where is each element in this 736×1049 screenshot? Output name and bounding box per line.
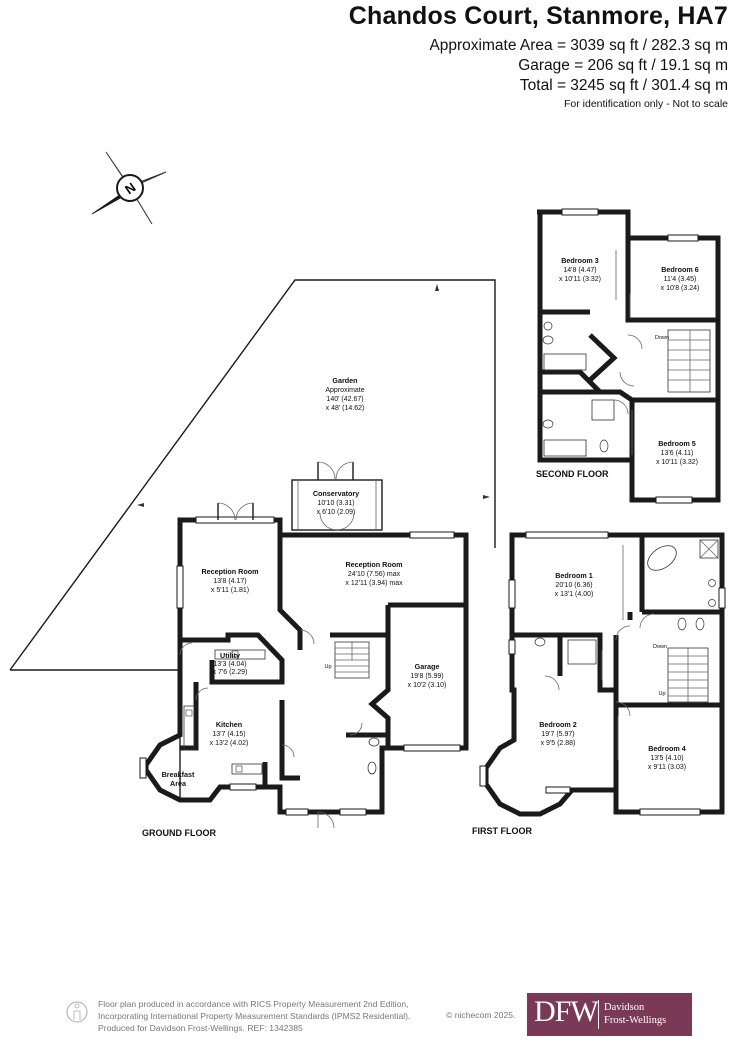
bedroom3-line2: x 10'11 (3.32): [559, 276, 601, 283]
bedroom2-line2: x 9'5 (2.88): [541, 740, 576, 747]
approximate-area: Approximate Area = 3039 sq ft / 282.3 sq…: [429, 37, 728, 54]
garage-line1: 19'8 (5.99): [410, 673, 443, 680]
bedroom6-name: Bedroom 6: [661, 265, 699, 274]
scale-disclaimer: For identification only - Not to scale: [564, 98, 728, 110]
agency-name-line1: Davidson: [604, 1002, 645, 1013]
breakfast-name: Breakfast: [162, 770, 195, 779]
page-title: Chandos Court, Stanmore, HA7: [348, 2, 728, 30]
room-labels: Garden Approximate 140' (42.67) x 48' (1…: [142, 256, 699, 838]
bedroom1-name: Bedroom 1: [555, 571, 593, 580]
conservatory-line2: x 6'10 (2.09): [317, 509, 356, 516]
second-floor-label: SECOND FLOOR: [536, 469, 609, 479]
footer-line2: Incorporating International Property Mea…: [98, 1011, 411, 1021]
agency-name-line2: Frost-Wellings: [604, 1015, 667, 1026]
breakfast-line1: Area: [170, 779, 187, 788]
utility-name: Utility: [220, 651, 240, 660]
garden-line2: 140' (42.67): [326, 396, 363, 403]
compass-rose-icon: N: [91, 151, 167, 225]
bedroom4-line2: x 9'11 (3.03): [648, 764, 686, 771]
conservatory-line1: 10'10 (3.31): [317, 500, 354, 507]
bedroom5-name: Bedroom 5: [658, 439, 696, 448]
first-stairs-down-label: Down: [653, 644, 667, 650]
ground-stairs-up-label: Up: [324, 664, 331, 670]
reception-left-line2: x 5'11 (1.81): [211, 587, 249, 594]
reception-left-name: Reception Room: [201, 567, 258, 576]
bedroom4-line1: 13'5 (4.10): [650, 755, 683, 762]
bedroom1-line2: x 13'1 (4.00): [555, 591, 594, 598]
garden-area: [9, 279, 496, 671]
garden-line1: Approximate: [325, 387, 364, 394]
bedroom2-line1: 19'7 (5.97): [541, 731, 574, 738]
second-stairs: [667, 329, 711, 393]
bedroom6-line2: x 10'8 (3.24): [661, 285, 700, 292]
garage-line2: x 10'2 (3.10): [408, 682, 447, 689]
footer-line3: Produced for Davidson Frost-Wellings. RE…: [98, 1023, 303, 1033]
reception-main-name: Reception Room: [345, 560, 402, 569]
garage-area: Garage = 206 sq ft / 19.1 sq m: [518, 57, 728, 74]
bedroom5-line2: x 10'11 (3.32): [656, 459, 698, 466]
garden-line3: x 48' (14.62): [326, 405, 365, 412]
first-stairs-up-label: Up: [658, 691, 665, 697]
total-area: Total = 3245 sq ft / 301.4 sq m: [519, 77, 728, 94]
agency-logo-divider: [598, 1000, 599, 1029]
bedroom2-name: Bedroom 2: [539, 720, 577, 729]
reception-main-line1: 24'10 (7.56) max: [348, 571, 401, 578]
conservatory-name: Conservatory: [313, 489, 359, 498]
bedroom3-line1: 14'8 (4.47): [563, 267, 596, 274]
ground-floor-label: GROUND FLOOR: [142, 828, 216, 838]
kitchen-name: Kitchen: [216, 720, 242, 729]
footer-disclaimer: Floor plan produced in accordance with R…: [98, 998, 410, 1034]
first-floor-label: FIRST FLOOR: [472, 826, 532, 836]
reception-left-line1: 13'8 (4.17): [213, 578, 246, 585]
utility-line2: x 7'6 (2.29): [213, 669, 248, 676]
ground-stairs: [334, 641, 370, 679]
second-stairs-down-label: Down: [655, 335, 669, 341]
first-stairs: [667, 647, 709, 703]
bedroom5-line1: 13'6 (4.11): [661, 450, 694, 457]
footer-line1: Floor plan produced in accordance with R…: [98, 999, 409, 1009]
utility-line1: 13'3 (4.04): [213, 661, 246, 668]
agency-logo-mark: DFW: [534, 995, 599, 1028]
garden-name: Garden: [332, 376, 357, 385]
ground-floor-plan: [139, 461, 469, 829]
bedroom1-line1: 20'10 (6.36): [555, 582, 592, 589]
ipms-logo-icon: [66, 1001, 88, 1023]
agency-logo: DFW Davidson Frost-Wellings: [527, 993, 692, 1036]
nichecom-credit: © nichecom 2025.: [446, 1010, 516, 1020]
bedroom6-line1: 11'4 (3.45): [664, 276, 697, 283]
kitchen-line1: 13'7 (4.15): [212, 731, 245, 738]
reception-main-line2: x 12'11 (3.94) max: [345, 580, 403, 587]
second-floor-plan: [537, 208, 721, 504]
first-floor-plan: [479, 531, 726, 817]
kitchen-line2: x 13'2 (4.02): [210, 740, 249, 747]
bedroom3-name: Bedroom 3: [561, 256, 599, 265]
garage-name: Garage: [415, 662, 440, 671]
bedroom4-name: Bedroom 4: [648, 744, 686, 753]
